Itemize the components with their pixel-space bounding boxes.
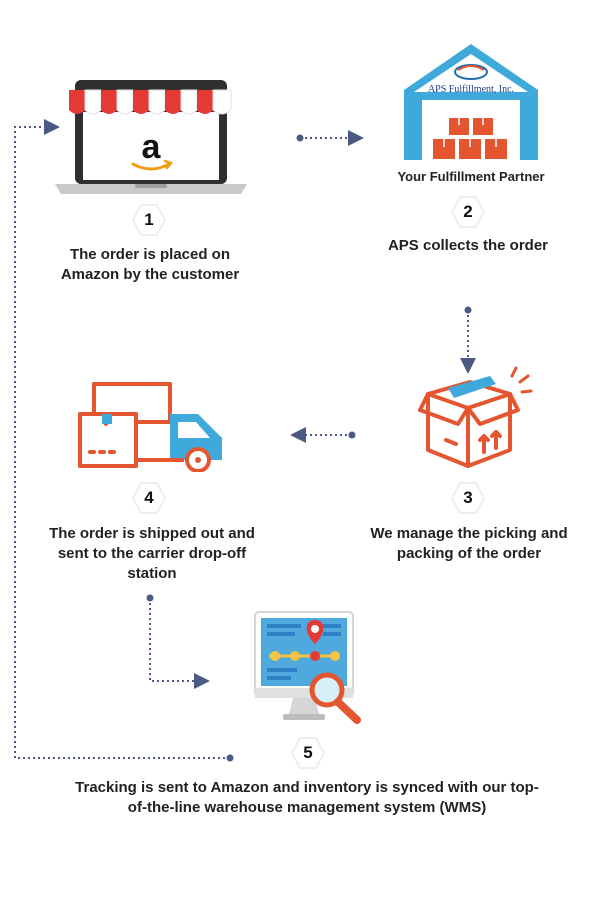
step-number: 5 xyxy=(303,743,313,762)
step-4-text: The order is shipped out and sent to the… xyxy=(49,525,255,582)
fulfillment-partner-caption: Your Fulfillment Partner xyxy=(397,169,545,184)
warehouse-icon: APS Fulfillment, Inc. xyxy=(404,44,538,160)
arrow-step5-to-step1 xyxy=(14,119,230,759)
step-1-badge: 1 xyxy=(131,203,167,237)
aps-sign-text: APS Fulfillment, Inc. xyxy=(428,84,514,95)
step-number: 3 xyxy=(463,488,473,507)
step-2-badge: 2 xyxy=(450,195,486,229)
amazon-logo-letter: a xyxy=(142,128,162,166)
arrow-step4-to-step5 xyxy=(149,598,210,689)
open-box-icon xyxy=(418,366,533,468)
step-1-text: The order is placed on Amazon by the cus… xyxy=(60,246,240,283)
step-number: 1 xyxy=(144,210,154,229)
tracking-monitor-icon xyxy=(254,611,361,724)
step-3-text: We manage the picking and packing of the… xyxy=(370,525,568,562)
step-5-text: Tracking is sent to Amazon and inventory… xyxy=(75,779,539,816)
step-number: 2 xyxy=(463,202,473,221)
step-number: 4 xyxy=(144,488,154,507)
step-5-badge: 5 xyxy=(290,736,326,770)
delivery-truck-icon xyxy=(78,382,222,472)
step-4-badge: 4 xyxy=(131,481,167,515)
amazon-storefront-laptop-icon: a xyxy=(55,80,247,194)
step-3-badge: 3 xyxy=(450,481,486,515)
step-2-text: APS collects the order xyxy=(387,237,549,254)
